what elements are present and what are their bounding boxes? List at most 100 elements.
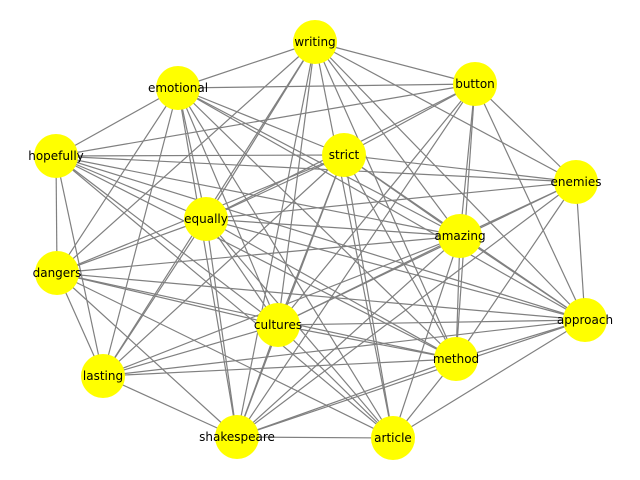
edge-enemies-approach <box>575 181 586 321</box>
node-circle-shakespeare <box>215 415 259 459</box>
edge-writing-enemies <box>314 41 577 183</box>
node-shakespeare: shakespeare <box>199 415 275 459</box>
node-circle-cultures <box>256 303 300 347</box>
edge-button-hopefully <box>55 83 476 157</box>
edge-emotional-dangers <box>56 87 179 274</box>
edge-dangers-method <box>56 272 457 360</box>
edge-amazing-cultures <box>277 235 461 326</box>
edge-amazing-approach <box>459 235 586 321</box>
edge-button-emotional <box>177 83 476 89</box>
edge-writing-dangers <box>56 41 316 274</box>
edge-enemies-method <box>455 181 577 360</box>
edge-dangers-approach <box>56 272 586 321</box>
node-method: method <box>433 337 479 381</box>
node-circle-method <box>434 337 478 381</box>
edge-cultures-lasting <box>102 324 279 377</box>
edge-method-shakespeare <box>236 358 457 438</box>
edge-emotional-strict <box>177 87 345 156</box>
edge-button-strict <box>343 83 476 156</box>
node-label-writing: writing <box>294 35 335 49</box>
edge-writing-article <box>314 41 394 439</box>
edge-emotional-lasting <box>102 87 179 377</box>
edge-approach-article <box>392 319 586 439</box>
edge-amazing-shakespeare <box>236 235 461 438</box>
edge-lasting-shakespeare <box>102 375 238 438</box>
node-button: button <box>453 62 497 106</box>
node-circle-hopefully <box>34 134 78 178</box>
edge-hopefully-strict <box>55 154 345 157</box>
node-enemies: enemies <box>550 160 602 204</box>
node-approach: approach <box>557 298 613 342</box>
node-circle-lasting <box>81 354 125 398</box>
node-circle-emotional <box>156 66 200 110</box>
node-circle-enemies <box>554 160 598 204</box>
edge-hopefully-equally <box>55 155 207 220</box>
edge-writing-button <box>314 41 476 85</box>
edge-approach-lasting <box>102 319 586 377</box>
edge-equally-lasting <box>102 218 207 377</box>
node-label-amazing: amazing <box>434 229 485 243</box>
edge-hopefully-method <box>55 155 457 360</box>
node-emotional: emotional <box>148 66 208 110</box>
node-circle-button <box>453 62 497 106</box>
node-label-strict: strict <box>329 148 360 162</box>
edge-cultures-article <box>277 324 394 439</box>
edge-dangers-article <box>56 272 394 439</box>
edge-hopefully-lasting <box>55 155 104 377</box>
node-label-equally: equally <box>184 212 228 226</box>
edge-hopefully-amazing <box>55 155 461 237</box>
edge-strict-equally <box>205 154 345 220</box>
edge-hopefully-enemies <box>55 155 577 183</box>
edge-hopefully-cultures <box>55 155 279 326</box>
edge-strict-method <box>343 154 457 360</box>
node-circle-equally <box>184 197 228 241</box>
edge-strict-lasting <box>102 154 345 377</box>
edge-shakespeare-article <box>236 436 394 439</box>
edge-writing-shakespeare <box>236 41 316 438</box>
edge-writing-approach <box>314 41 586 321</box>
node-label-approach: approach <box>557 313 613 327</box>
edge-amazing-dangers <box>56 235 461 274</box>
node-label-hopefully: hopefully <box>28 149 84 163</box>
node-dangers: dangers <box>33 251 82 295</box>
node-label-dangers: dangers <box>33 266 82 280</box>
node-article: article <box>371 416 415 460</box>
edge-equally-dangers <box>56 218 207 274</box>
edge-strict-enemies <box>343 154 577 183</box>
edge-button-cultures <box>277 83 476 326</box>
node-equally: equally <box>184 197 228 241</box>
node-circle-strict <box>322 133 366 177</box>
edge-button-approach <box>474 83 586 321</box>
node-circle-dangers <box>35 251 79 295</box>
node-label-emotional: emotional <box>148 81 208 95</box>
node-label-enemies: enemies <box>550 175 601 189</box>
node-cultures: cultures <box>254 303 302 347</box>
node-label-lasting: lasting <box>83 369 123 383</box>
node-amazing: amazing <box>434 214 486 258</box>
edge-writing-cultures <box>277 41 316 326</box>
edge-equally-approach <box>205 218 586 321</box>
edge-method-lasting <box>102 358 457 377</box>
node-hopefully: hopefully <box>28 134 84 178</box>
edge-equally-shakespeare <box>205 218 238 438</box>
node-label-cultures: cultures <box>254 318 302 332</box>
node-writing: writing <box>293 20 337 64</box>
edge-approach-shakespeare <box>236 319 586 438</box>
edge-emotional-equally <box>177 87 207 220</box>
node-label-method: method <box>433 352 479 366</box>
node-circle-approach <box>563 298 607 342</box>
node-layer: writing button emotional hopefully strict ene… <box>28 20 613 460</box>
edge-writing-amazing <box>314 41 461 237</box>
node-strict: strict <box>322 133 366 177</box>
edge-button-amazing <box>459 83 476 237</box>
edge-button-shakespeare <box>236 83 476 438</box>
edge-amazing-article <box>392 235 461 439</box>
edge-button-enemies <box>474 83 577 183</box>
edge-cultures-method <box>277 324 457 360</box>
node-label-article: article <box>374 431 412 445</box>
edge-approach-cultures <box>277 319 586 326</box>
edge-equally-amazing <box>205 218 461 237</box>
node-circle-article <box>371 416 415 460</box>
